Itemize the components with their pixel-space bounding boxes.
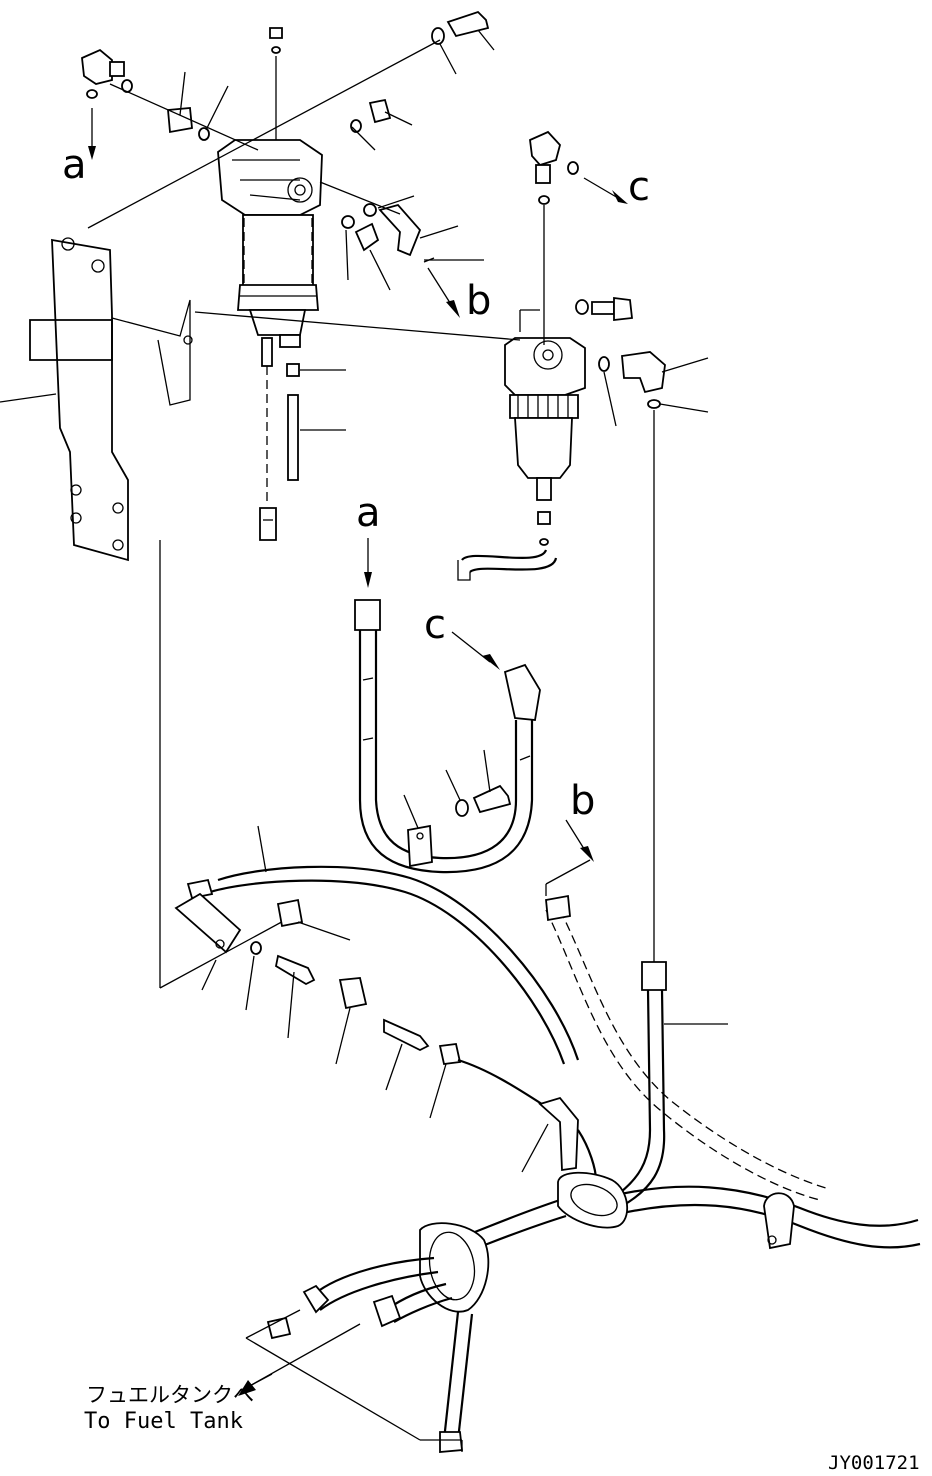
grommet-right xyxy=(557,1171,629,1229)
fuel-hose-long xyxy=(186,825,580,1065)
grommet-lower xyxy=(419,1222,490,1313)
secondary-fuel-filter xyxy=(504,337,586,546)
plug-left xyxy=(167,107,210,141)
hose-clamp-mid xyxy=(407,824,433,868)
ref-label-b-mid: b xyxy=(466,278,491,324)
hose-a xyxy=(354,599,541,874)
ref-arrow-c-mid xyxy=(451,631,500,670)
mounting-bracket xyxy=(0,237,193,562)
fuel-tank-note-ja: フュエルタンクへ xyxy=(86,1383,254,1407)
bolt-top xyxy=(431,10,490,45)
elbow-fitting-right xyxy=(341,203,435,263)
main-hose-bundle xyxy=(439,1185,921,1260)
ref-label-b-low: b xyxy=(570,778,595,824)
ref-label-a-top: a xyxy=(62,142,87,188)
elbow-fitting-c-top xyxy=(529,130,579,345)
drawing-number: JY001721 xyxy=(828,1452,920,1474)
bolt-hose-clamp xyxy=(403,749,512,829)
hose-clamp-left xyxy=(159,540,301,989)
dashed-hose-b xyxy=(545,859,827,1201)
sensor-connector xyxy=(286,363,300,481)
ref-arrow-a-mid xyxy=(364,538,372,588)
small-fittings-row xyxy=(201,941,462,1119)
ref-arrow-b-mid xyxy=(427,267,460,318)
fuel-tank-note-en: To Fuel Tank xyxy=(84,1409,243,1434)
elbow-fitting-top-left xyxy=(81,48,125,99)
ref-arrow-b-low xyxy=(565,819,594,862)
drain-hose xyxy=(457,549,558,581)
elbow-fitting-right-mid xyxy=(598,351,666,962)
ref-label-c-top: c xyxy=(628,164,650,210)
clamp-right xyxy=(763,1192,795,1250)
air-bleed-plug-top xyxy=(269,27,283,54)
plug-right-top xyxy=(350,98,392,133)
return-hose xyxy=(457,1058,598,1181)
spacer-collar xyxy=(276,898,351,941)
fuel-tank-arrow xyxy=(238,1373,273,1396)
leader-lines-upper xyxy=(179,29,709,431)
ref-arrow-c-top xyxy=(583,177,628,204)
right-vertical-hose xyxy=(609,961,728,1207)
primary-fuel-filter xyxy=(217,139,323,541)
ref-label-c-mid: c xyxy=(424,602,446,648)
ref-arrow-a-top xyxy=(88,108,96,160)
lower-hoses xyxy=(266,1256,474,1453)
bolt-mid xyxy=(575,296,633,322)
ref-label-a-mid: a xyxy=(356,490,381,536)
